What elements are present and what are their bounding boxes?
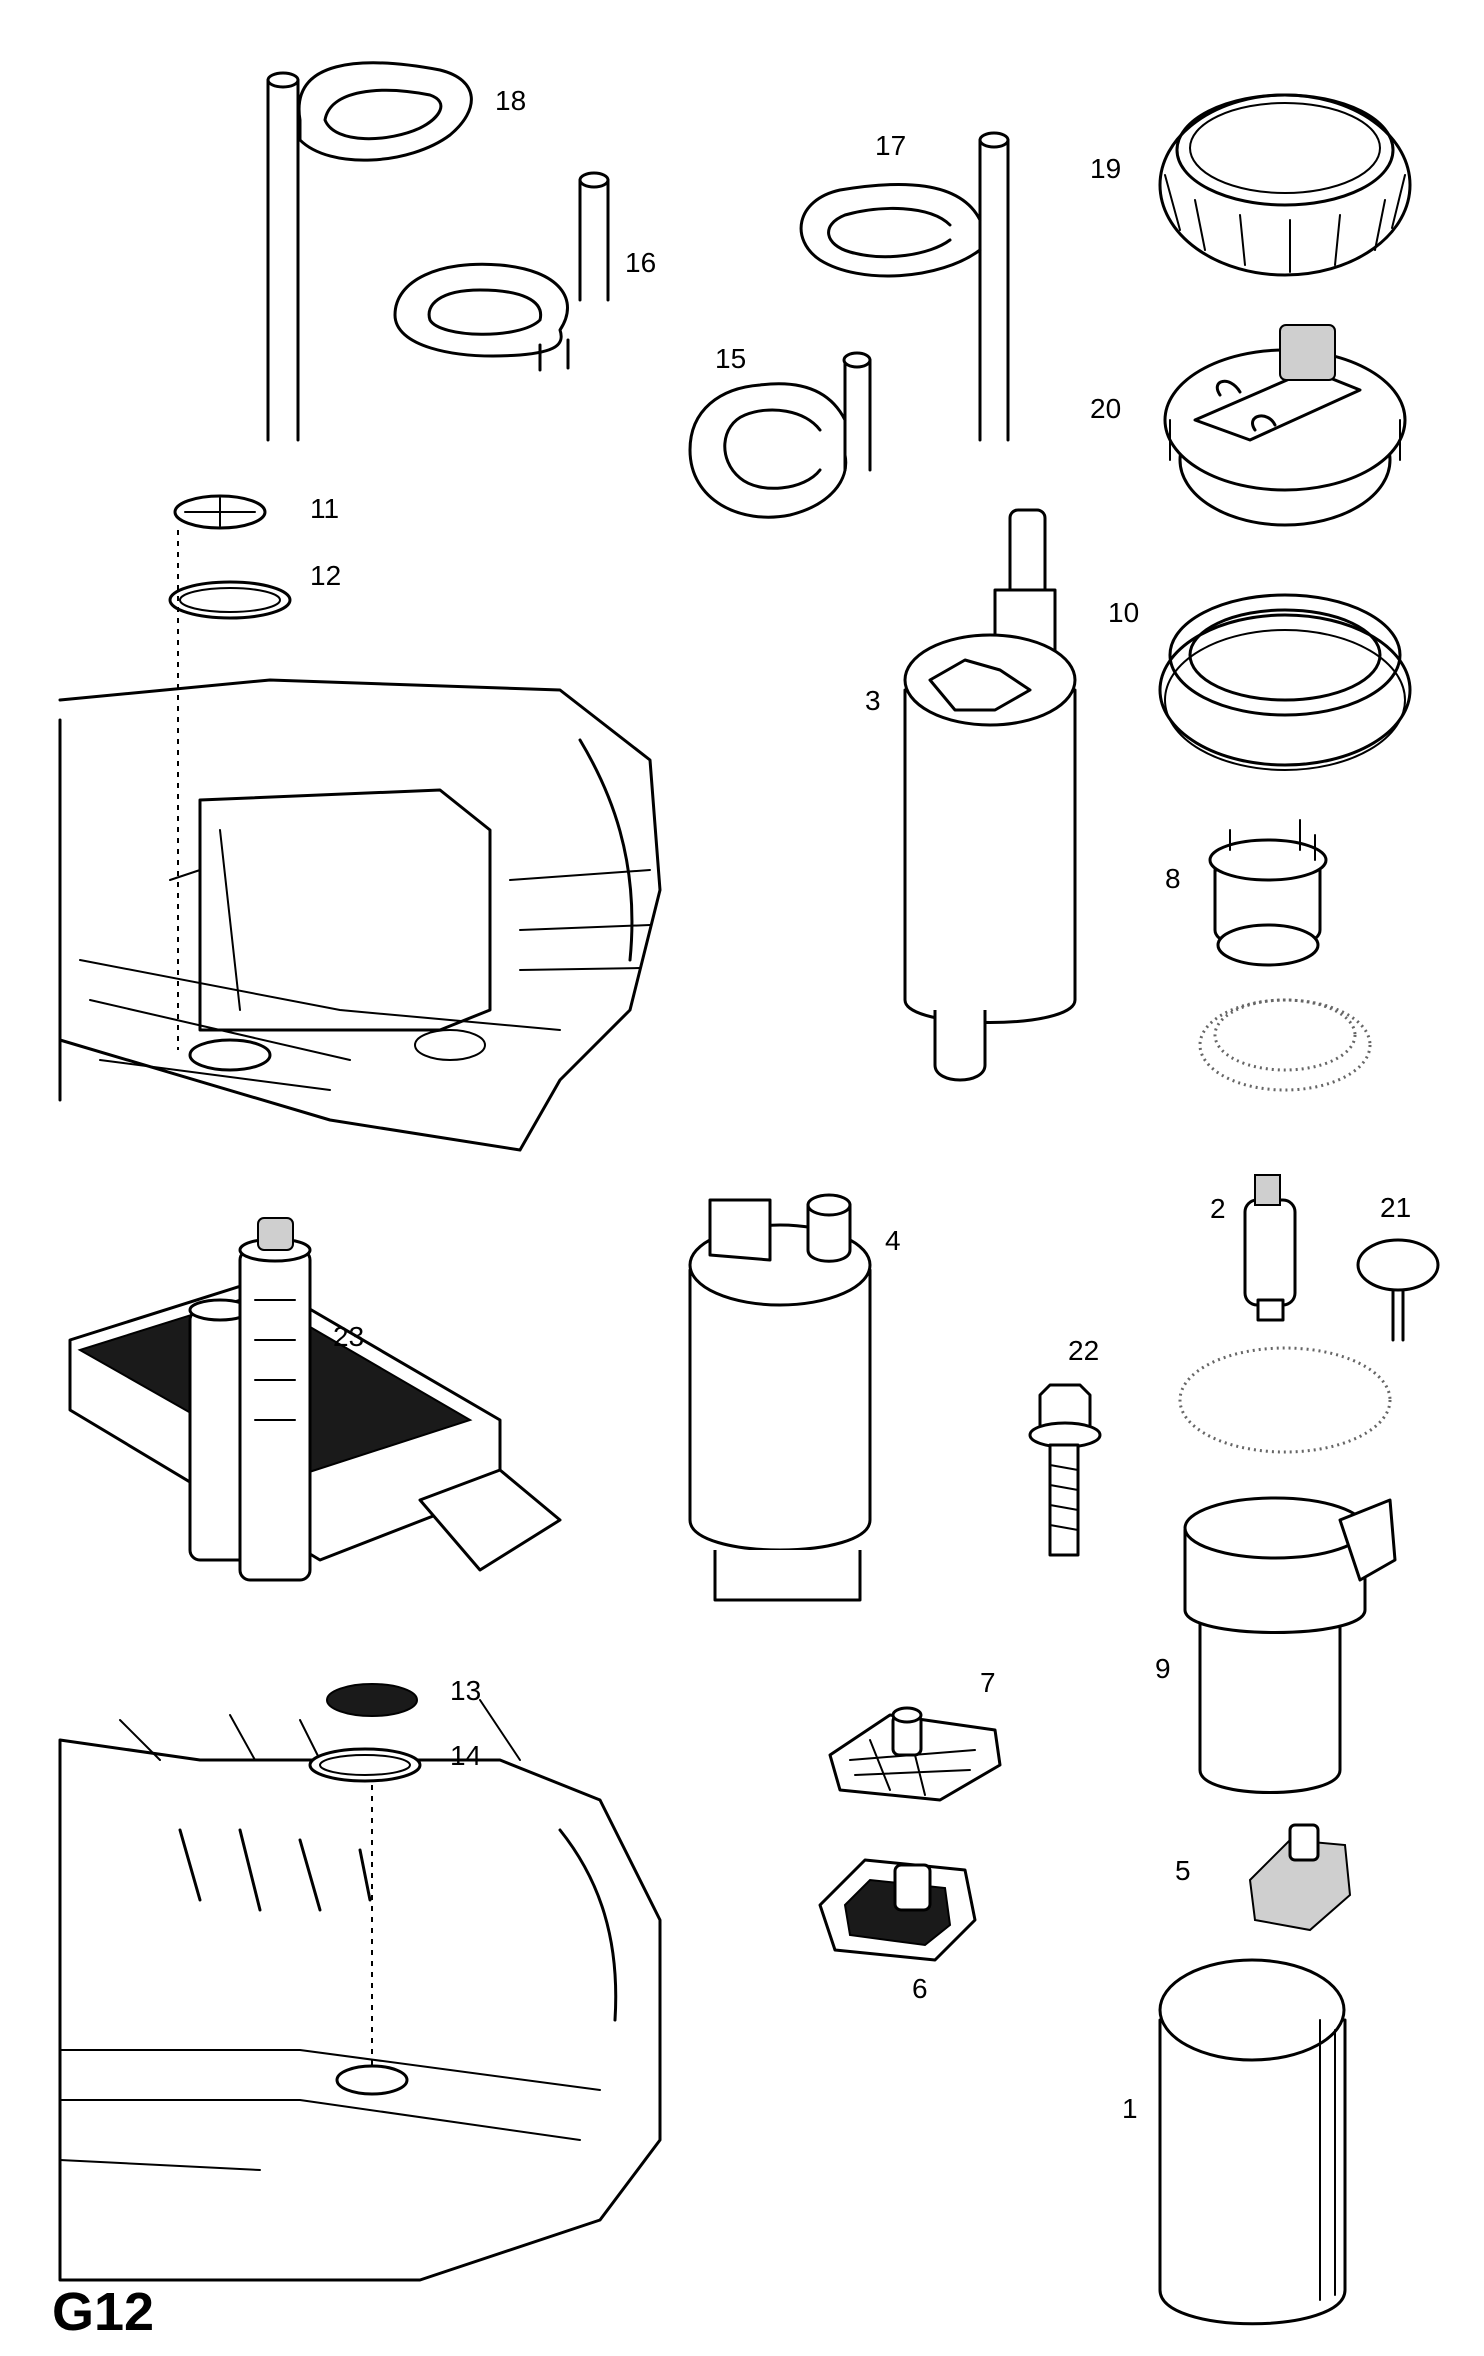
- vehicle-floor-lower-drawing: [58, 1683, 662, 2282]
- part-label-20: 20: [1090, 393, 1121, 424]
- part-label-6: 6: [912, 1973, 928, 2004]
- part-label-1: 1: [1122, 2093, 1138, 2124]
- pump-reservoir-drawing: [1178, 1346, 1397, 1794]
- fuel-pump-body-drawing: [688, 1193, 872, 1602]
- part-label-10: 10: [1108, 597, 1139, 628]
- part-label-18: 18: [495, 85, 526, 116]
- part-label-16: 16: [625, 247, 656, 278]
- lock-ring-drawing: [1158, 93, 1412, 277]
- pump-adapter-drawing: [1198, 819, 1372, 1092]
- part-label-2: 2: [1210, 1193, 1226, 1224]
- push-pin-drawing: [1356, 1238, 1440, 1342]
- page-code: G12: [52, 2282, 154, 2342]
- strainer-filter-drawing: [1248, 1823, 1352, 1932]
- seal-ring-drawing: [1158, 593, 1412, 771]
- part-label-19: 19: [1090, 153, 1121, 184]
- bolt-drawing: [1028, 1383, 1102, 1557]
- sealant-kit-drawing: [68, 1217, 562, 1582]
- part-label-8: 8: [1165, 863, 1181, 894]
- part-label-3: 3: [865, 685, 881, 716]
- part-label-7: 7: [980, 1667, 996, 1698]
- fuel-pump-housing-drawing: [1158, 1958, 1347, 2326]
- part-label-14: 14: [450, 1740, 481, 1771]
- part-label-4: 4: [885, 1225, 901, 1256]
- hose-loop-right-drawing: [799, 131, 1010, 442]
- fuel-pump-drawing: [903, 508, 1077, 1082]
- part-label-13: 13: [450, 1675, 481, 1706]
- part-label-23: 23: [333, 1321, 364, 1352]
- sender-flange-drawing: [1163, 324, 1407, 527]
- part-label-11: 11: [310, 493, 339, 524]
- part-label-12: 12: [310, 560, 341, 591]
- small-fuel-pump-drawing: [1243, 1174, 1297, 1322]
- filter-plate-drawing: [818, 1858, 977, 1962]
- part-label-9: 9: [1155, 1653, 1171, 1684]
- hose-loop-tall-drawing: [266, 61, 473, 442]
- part-label-15: 15: [715, 343, 746, 374]
- hose-loop-small-drawing: [688, 351, 872, 519]
- filter-screen-drawing: [828, 1706, 1002, 1802]
- part-label-5: 5: [1175, 1855, 1191, 1886]
- part-label-22: 22: [1068, 1335, 1099, 1366]
- part-label-21: 21: [1380, 1192, 1411, 1223]
- hose-loop-drawing: [393, 171, 610, 372]
- part-label-17: 17: [875, 130, 906, 161]
- vehicle-floor-upper-drawing: [58, 494, 662, 1152]
